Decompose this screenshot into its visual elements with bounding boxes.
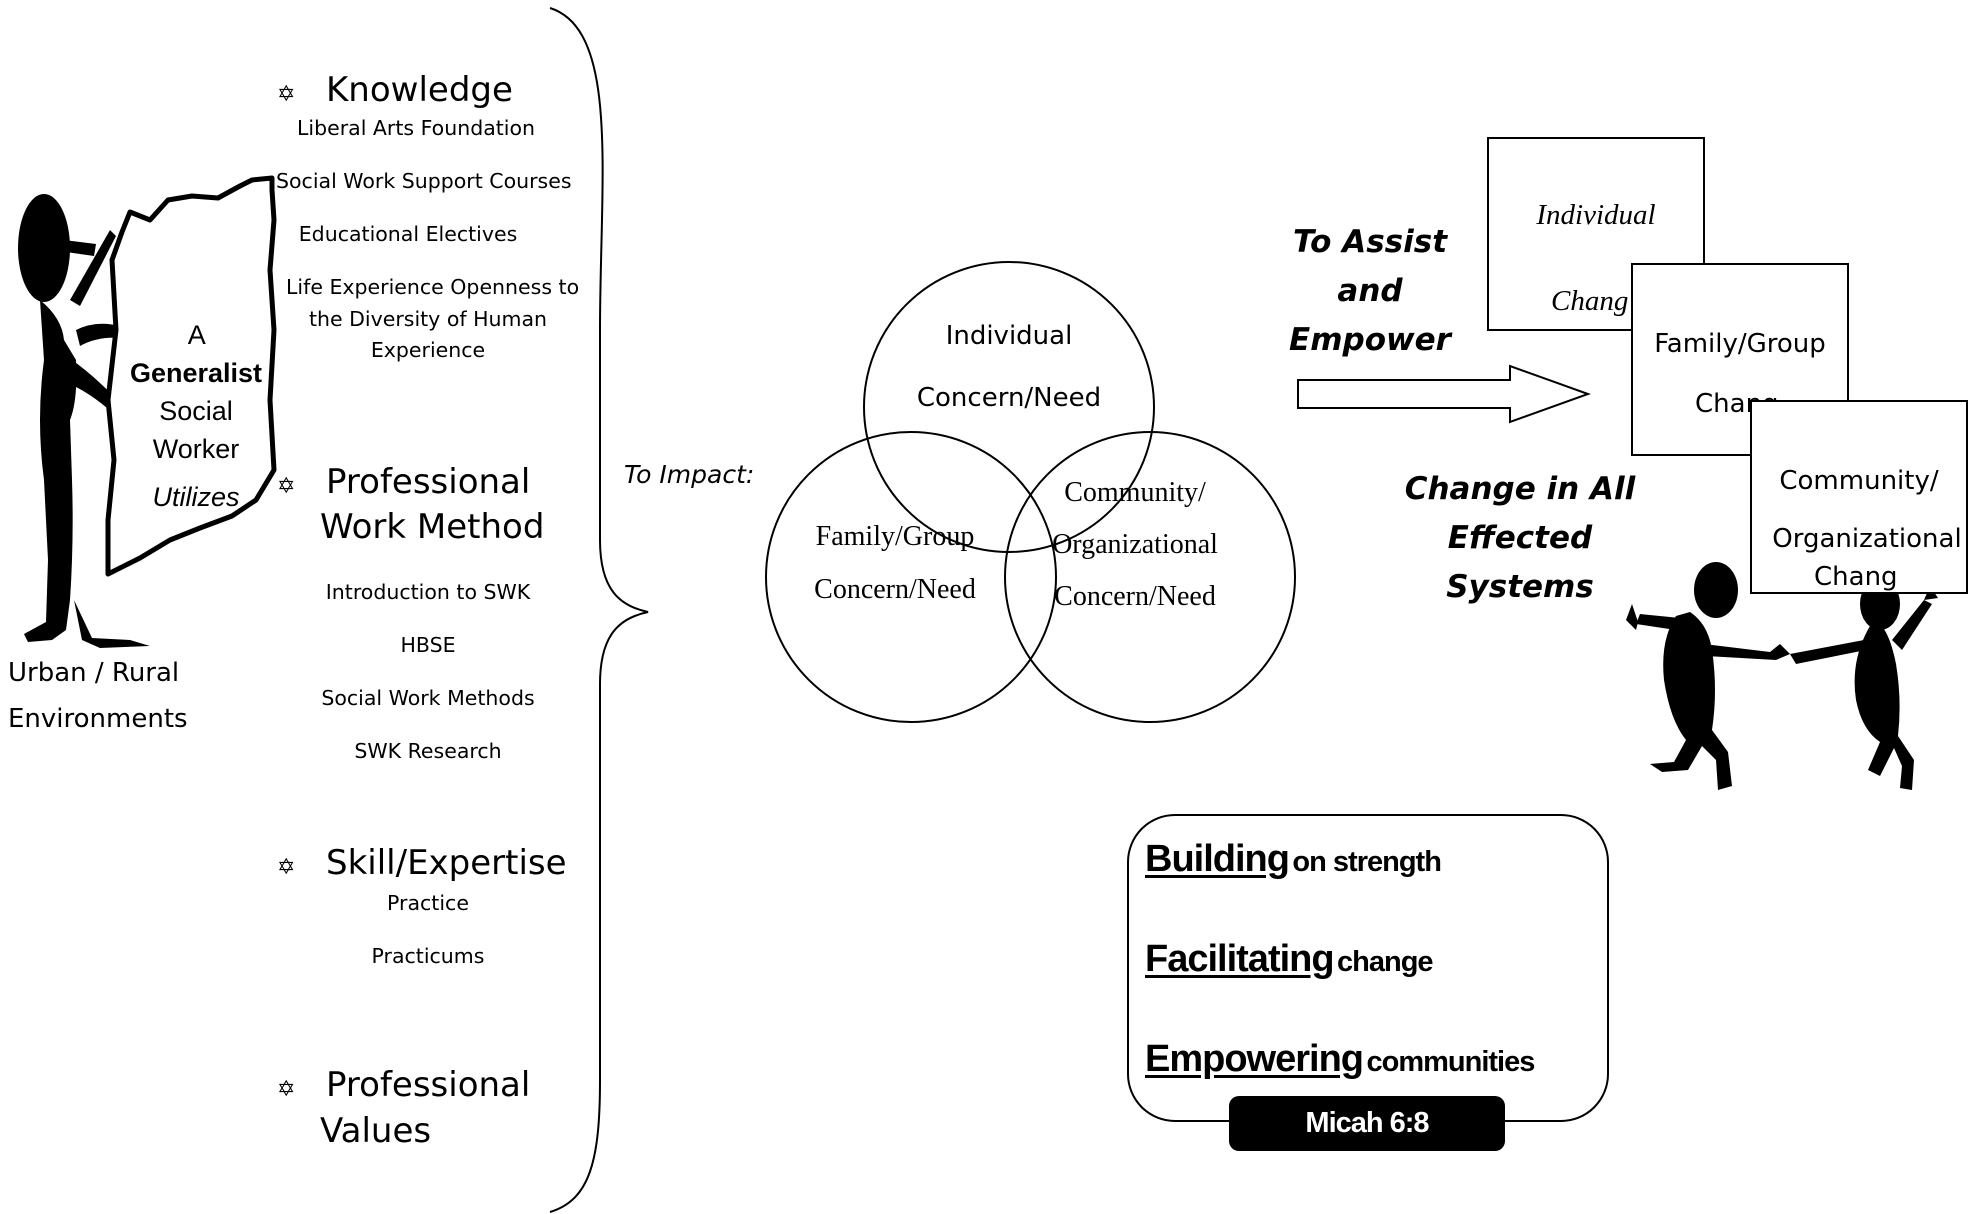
mission-row-keyword: Empowering [1145, 1038, 1364, 1080]
sign-line-1: A Generalist [118, 316, 274, 392]
sign-text: A Generalist Social Worker Utilizes [118, 316, 274, 516]
person-holding-sign-icon [18, 194, 150, 648]
sign-line-2: Social [159, 396, 233, 426]
knowledge-item: the Diversity of Human [308, 307, 548, 331]
venn-circle-individual [863, 261, 1155, 553]
curly-brace-icon [549, 7, 649, 1213]
mission-row-text: communities [1366, 1046, 1535, 1078]
sign-paper [105, 175, 277, 577]
knowledge-item: Life Experience Openness to [286, 275, 580, 299]
knowledge-item: Educational Electives [298, 222, 518, 246]
change-box-community-line-2: Organizational [1772, 524, 1962, 554]
star-of-david-bullet-icon: ✡ [277, 474, 296, 499]
impact-label: To Impact: [624, 460, 755, 489]
knowledge-item: Social Work Support Courses [276, 169, 572, 193]
venn-label-family: Family/Group Concern/Need [814, 521, 976, 605]
method-item: HBSE [400, 633, 456, 657]
method-heading-2: Work Method [320, 507, 545, 547]
two-dancing-figures-icon [1626, 562, 1938, 790]
change-all-label: Change in All Effected Systems [1404, 471, 1636, 605]
values-heading-2: Values [320, 1111, 432, 1151]
right-arrow-icon [1297, 364, 1591, 424]
change-box-individual-line-1: Individual [1536, 199, 1656, 231]
mission-box: Building on strength Facilitating change… [1127, 814, 1609, 1122]
change-box-family-line-1: Family/Group [1654, 329, 1826, 359]
venn-diagram [765, 261, 1296, 723]
venn-circle-family [765, 431, 1057, 723]
sign-line-3: Worker [152, 434, 240, 464]
mission-row-text: change [1337, 946, 1434, 978]
knowledge-item: Liberal Arts Foundation [296, 116, 536, 140]
star-of-david-bullet-icon: ✡ [277, 82, 296, 107]
verse-badge: Micah 6:8 [1229, 1096, 1505, 1151]
mission-row: Facilitating change [1145, 938, 1434, 981]
skill-item: Practicums [371, 944, 485, 968]
mission-row-keyword: Facilitating [1145, 938, 1335, 980]
sign-article: A [187, 320, 205, 350]
mission-row: Building on strength [1145, 838, 1442, 881]
environment-label: Urban / Rural Environments [8, 658, 188, 734]
venn-label-community: Community/ Organizational Concern/Need [1052, 477, 1218, 612]
values-heading-1: Professional [326, 1065, 531, 1105]
method-item: SWK Research [354, 739, 502, 763]
mission-row: Empowering communities [1145, 1038, 1535, 1081]
method-heading-1: Professional [326, 462, 531, 502]
skill-heading: Skill/Expertise [326, 843, 567, 883]
assist-label: To Assist and Empower [1289, 224, 1451, 358]
skill-item: Practice [387, 891, 469, 915]
knowledge-item: Experience [370, 338, 486, 362]
venn-label-individual: Individual Concern/Need [916, 321, 1102, 413]
star-of-david-bullet-icon: ✡ [277, 855, 296, 880]
sign-verb: Utilizes [152, 482, 240, 512]
venn-circle-community [1004, 431, 1296, 723]
change-box-individual-line-2: Chang [1551, 285, 1629, 317]
star-of-david-bullet-icon: ✡ [277, 1077, 296, 1102]
method-item: Social Work Methods [321, 686, 535, 710]
change-box-community-line-1: Community/ [1779, 466, 1939, 496]
mission-row-keyword: Building [1145, 838, 1290, 880]
mission-row-text: on strength [1292, 846, 1441, 878]
method-item: Introduction to SWK [325, 580, 531, 604]
sign-bold-word: Generalist [129, 358, 263, 388]
knowledge-heading: Knowledge [326, 70, 513, 110]
change-box-community-line-3: Chang [1814, 562, 1898, 592]
change-box-community: Community/ Organizational Chang [1750, 400, 1968, 594]
